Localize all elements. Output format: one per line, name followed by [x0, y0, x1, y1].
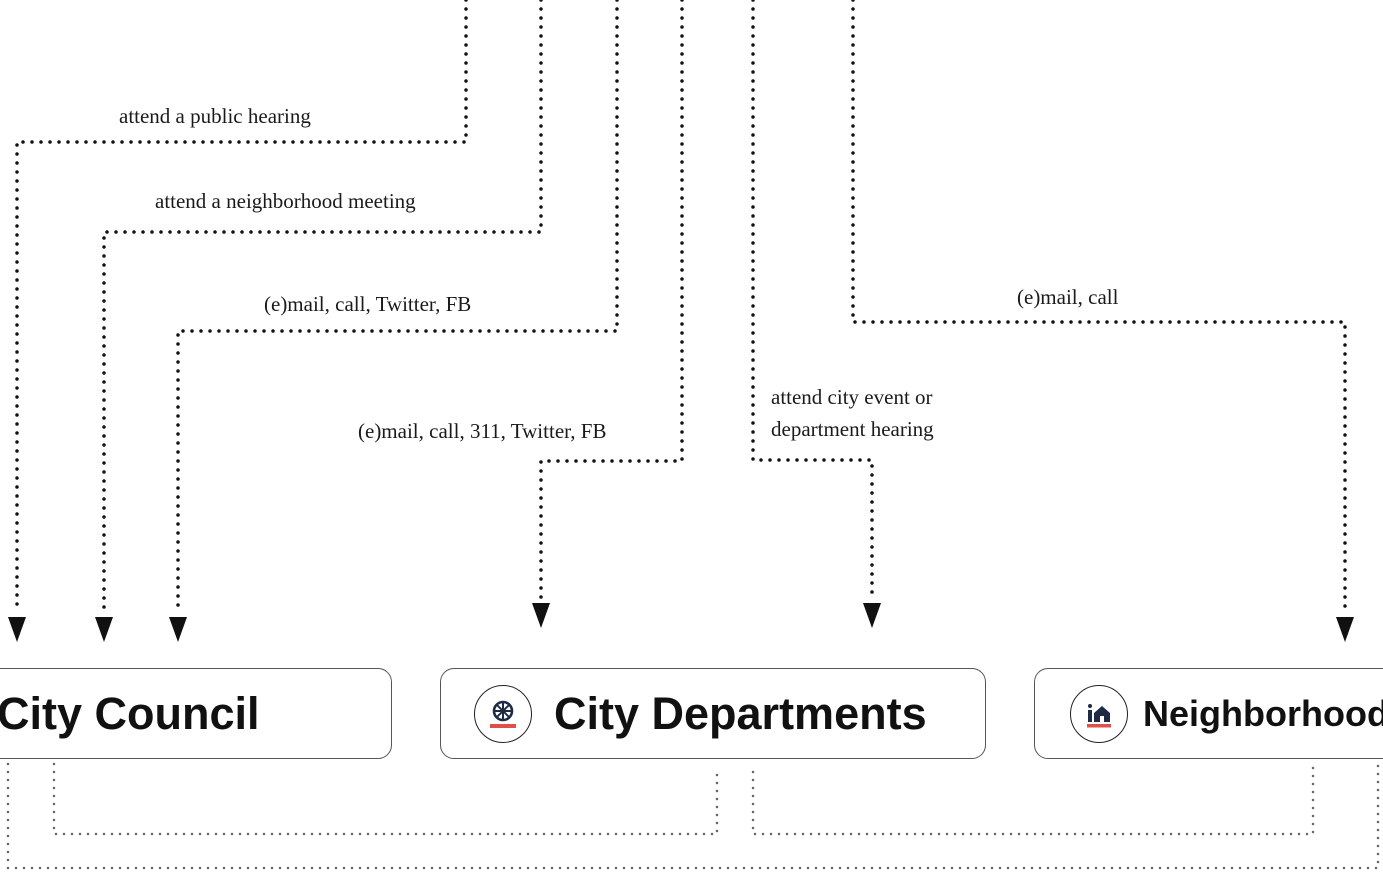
edge-label-city-event-line1: attend city event or — [771, 385, 933, 409]
edge-label-council-contact: (e)mail, call, Twitter, FB — [264, 292, 472, 316]
connector-council-neighborhood — [6, 762, 1380, 870]
arrowhead — [863, 603, 881, 628]
connector-public-hearing — [15, 0, 468, 614]
node-neighborhood: Neighborhood — [1034, 668, 1383, 759]
edge-label-neighborhood-meeting: attend a neighborhood meeting — [155, 189, 416, 213]
edge-label-department-contact: (e)mail, call, 311, Twitter, FB — [358, 419, 607, 443]
wheel-icon — [474, 684, 532, 743]
house-icon — [1070, 684, 1128, 743]
node-city-council: City Council — [0, 668, 392, 759]
connector-neighborhood-meeting — [102, 0, 543, 614]
connector-neighborhood-contact — [851, 0, 1347, 614]
connector-council-departments — [52, 762, 719, 836]
edge-label-neighborhood-contact: (e)mail, call — [1017, 285, 1119, 309]
node-city-departments: City Departments — [440, 668, 986, 759]
arrowhead — [95, 617, 113, 642]
connector-department-contact — [539, 0, 684, 600]
arrowhead — [532, 603, 550, 628]
node-title: Neighborhood — [1143, 692, 1383, 734]
arrowhead — [8, 617, 26, 642]
arrowhead — [169, 617, 187, 642]
edge-label-city-event-line2: department hearing — [771, 417, 934, 441]
connector-council-contact — [176, 0, 619, 614]
connector-departments-neighborhood — [751, 762, 1315, 836]
connector-city-event — [751, 0, 874, 600]
arrowhead — [1336, 617, 1354, 642]
edge-label-public-hearing: attend a public hearing — [119, 104, 311, 128]
node-title: City Council — [0, 687, 260, 739]
node-title: City Departments — [554, 687, 927, 739]
